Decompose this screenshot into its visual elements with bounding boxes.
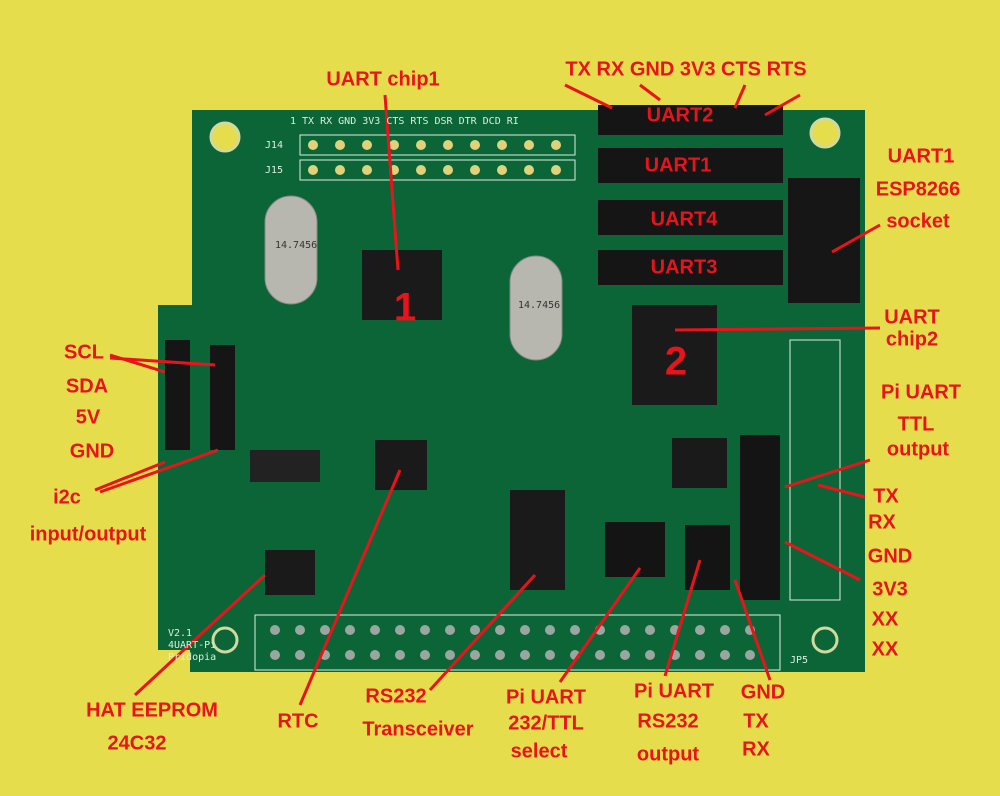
silk-version: V2.1 [168, 628, 193, 639]
crystal [509, 255, 563, 361]
label-chip1-number: 1 [393, 285, 417, 330]
label-bottom-gnd: GND [740, 681, 786, 704]
uart1-header [598, 148, 783, 183]
uart-chip2 [632, 305, 717, 405]
mount-hole [211, 626, 239, 654]
label-ttl-output: output [886, 438, 950, 461]
battery-holder [250, 450, 320, 482]
label-rs232: RS232 [365, 685, 427, 708]
label-hat-eeprom: HAT EEPROM [86, 699, 218, 722]
label-pi-uart-ttl: Pi UART [881, 381, 961, 404]
silk-j14: J14 [265, 140, 284, 151]
label-esp-uart1: UART1 [887, 145, 955, 168]
label-uart-chip1: UART chip1 [326, 68, 440, 91]
uart3-header [598, 250, 783, 285]
uart2-header [598, 105, 783, 135]
mount-hole [811, 626, 839, 654]
silk-header-labels: 1 TX RX GND 3V3 CTS RTS DSR DTR DCD RI [290, 116, 519, 127]
uart4-header [598, 200, 783, 235]
j14-header [299, 134, 576, 156]
label-uart-chip2-a: UART [884, 306, 940, 329]
label-transceiver: Transceiver [362, 718, 474, 741]
label-bottom-tx: TX [743, 710, 769, 733]
label-out-pi-uart: Pi UART [634, 680, 714, 703]
label-uart-pins: TX RX GND 3V3 CTS RTS [565, 58, 807, 81]
label-pin-gnd: GND [867, 545, 913, 568]
leader-lines [94, 83, 881, 706]
label-gnd-left: GND [69, 440, 115, 463]
label-select: select [510, 740, 568, 763]
label-select-pi-uart: Pi UART [506, 686, 586, 709]
crystal-marking: 14.7456 [275, 240, 318, 251]
label-uart1: UART1 [644, 154, 712, 177]
regulator [672, 438, 727, 488]
label-uart4: UART4 [650, 208, 718, 231]
uart-chip1 [362, 250, 442, 320]
label-i2c: i2c [53, 486, 81, 509]
label-esp8266: ESP8266 [875, 178, 961, 201]
eeprom-chip [265, 550, 315, 595]
label-pin-rx: RX [868, 511, 896, 534]
mount-hole [209, 121, 241, 153]
mount-hole [809, 117, 841, 149]
label-i2c-io: input/output [29, 523, 147, 546]
crystal [264, 195, 318, 305]
label-5v: 5V [75, 406, 101, 429]
j15-header [299, 159, 576, 181]
label-pin-xx2: XX [871, 638, 899, 661]
silk-jp5: JP5 [790, 655, 809, 666]
label-ttl: TTL [897, 413, 935, 436]
label-pin-3v3: 3V3 [872, 578, 908, 601]
label-out-output: output [636, 743, 700, 766]
label-socket: socket [886, 210, 950, 233]
rs232-output-header [685, 525, 730, 590]
select-jumper [605, 522, 665, 577]
label-out-rs232: RS232 [637, 710, 699, 733]
rtc-chip [375, 440, 427, 490]
label-24c32: 24C32 [107, 732, 167, 755]
esp8266-socket [788, 178, 860, 303]
label-sda: SDA [65, 375, 109, 398]
label-rtc: RTC [277, 710, 319, 733]
label-pin-xx1: XX [871, 608, 899, 631]
gpio-header [254, 614, 781, 671]
label-scl: SCL [64, 341, 104, 364]
crystal-marking: 14.7456 [518, 300, 561, 311]
ttl-output-header [740, 435, 780, 600]
i2c-header [165, 340, 190, 450]
label-pin-tx: TX [873, 485, 899, 508]
silk-j15: J15 [265, 165, 284, 176]
silk-name: 4UART-Pi [168, 640, 217, 651]
label-uart2: UART2 [646, 104, 714, 127]
i2c-header [210, 345, 235, 450]
label-chip2-number: 2 [664, 339, 688, 384]
label-uart-chip2-b: chip2 [885, 328, 939, 351]
rs232-chip [510, 490, 565, 590]
label-232-ttl: 232/TTL [508, 712, 584, 735]
label-uart3: UART3 [650, 256, 718, 279]
silk-brand: Pridopia [168, 652, 217, 663]
label-bottom-rx: RX [742, 738, 770, 761]
